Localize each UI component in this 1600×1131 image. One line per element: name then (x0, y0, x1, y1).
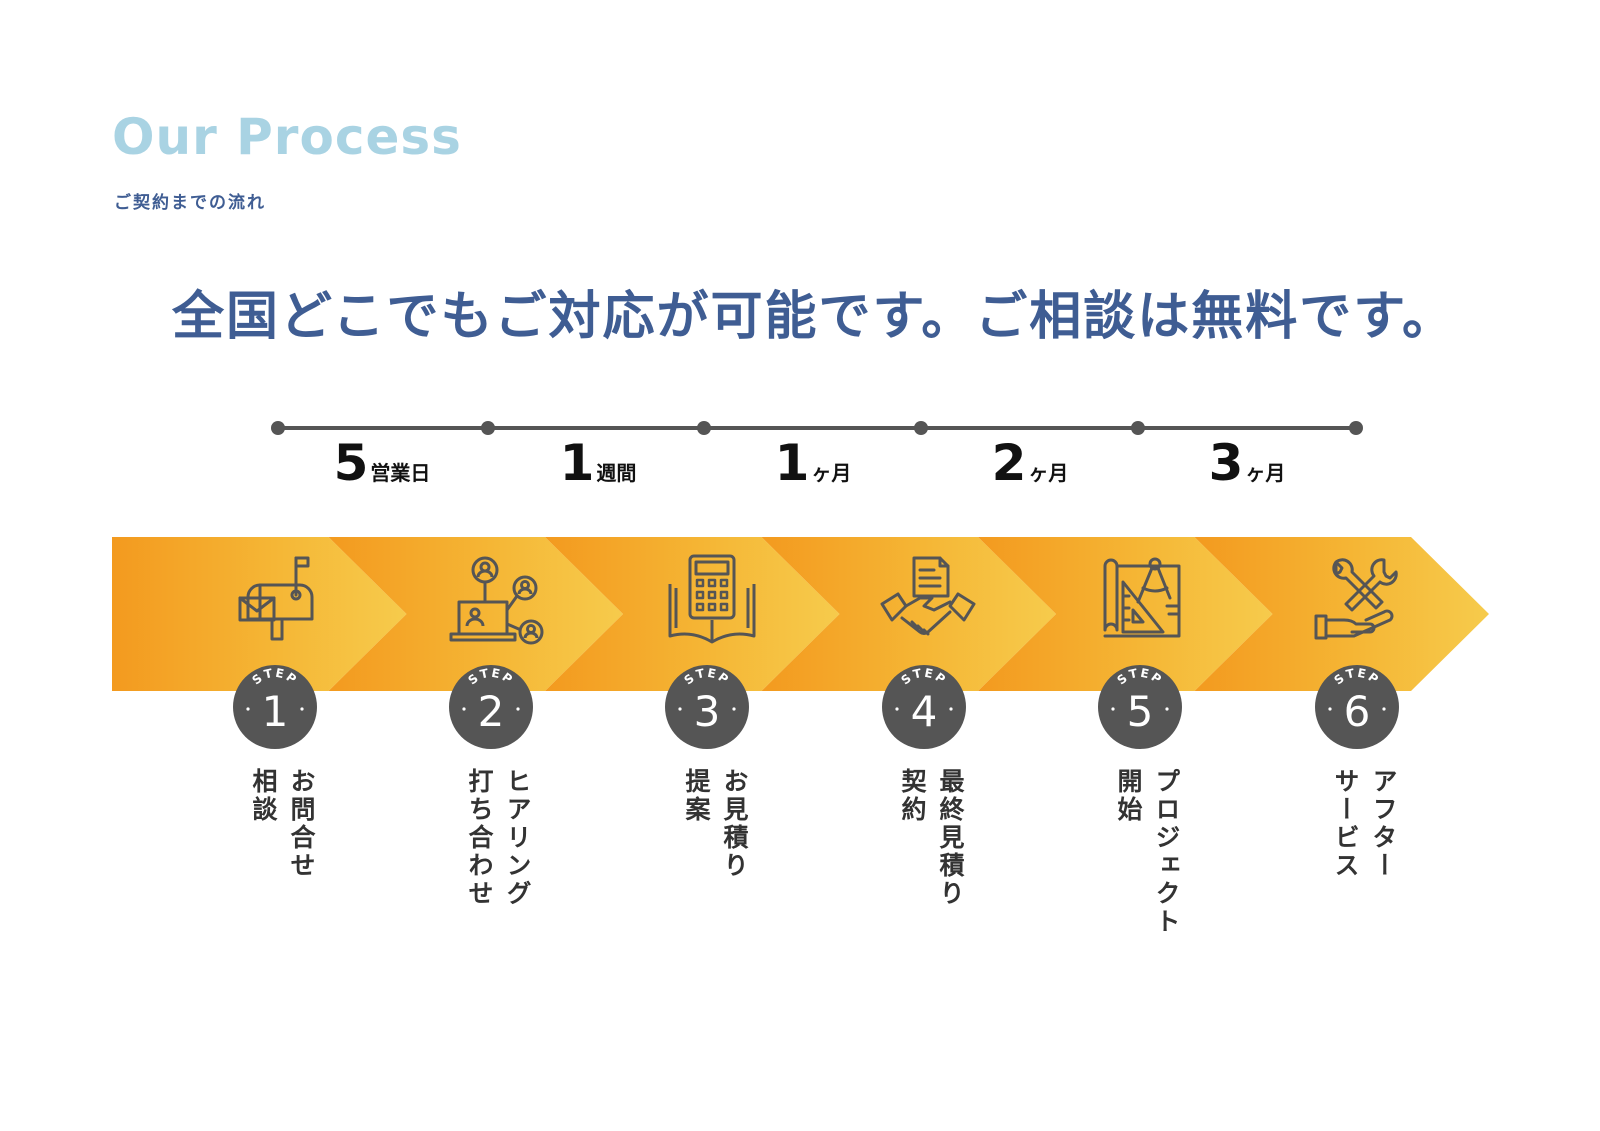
step-badge-1: STEP 1 (233, 665, 317, 749)
timeline-dot-5 (1131, 421, 1145, 435)
timeline-dot-1 (271, 421, 285, 435)
step-badge-6: STEP 6 (1315, 665, 1399, 749)
step-badge-5: STEP 5 (1098, 665, 1182, 749)
step-number: 3 (693, 687, 721, 736)
svg-text:STEP: STEP (250, 666, 301, 688)
headline: 全国どこでもご対応が可能です。ご相談は無料です。 (172, 287, 1457, 347)
timeline-dot-3 (697, 421, 711, 435)
step-badge-3: STEP 3 (665, 665, 749, 749)
svg-text:STEP: STEP (466, 666, 517, 688)
page-title: Our Process (112, 108, 462, 166)
step-number: 5 (1126, 687, 1154, 736)
step-number: 6 (1343, 687, 1371, 736)
timeline-dot-2 (481, 421, 495, 435)
timeline-dot-6 (1349, 421, 1363, 435)
step-number: 4 (910, 687, 938, 736)
page-subtitle: ご契約までの流れ (114, 193, 266, 213)
handshake-contract-icon (880, 556, 976, 636)
timeline-dot-4 (914, 421, 928, 435)
step-label-4: 最終見積り契約 (898, 768, 965, 908)
mailbox-icon (238, 556, 314, 641)
svg-text:STEP: STEP (1115, 666, 1166, 688)
step-label-6: アフターサービス (1331, 768, 1398, 880)
step-number: 1 (261, 687, 289, 736)
blueprint-compass-icon (1103, 557, 1181, 638)
step-label-2: ヒアリング打ち合わせ (465, 768, 532, 908)
timeline-dots (271, 421, 1363, 435)
step-badge-4: STEP 4 (882, 665, 966, 749)
svg-text:STEP: STEP (1332, 666, 1383, 688)
step-label-3: お見積り提案 (682, 768, 749, 880)
step-number: 2 (477, 687, 505, 736)
svg-text:STEP: STEP (899, 666, 950, 688)
step-label-5: プロジェクト開始 (1114, 768, 1181, 936)
calculator-book-icon (668, 554, 756, 644)
svg-text:STEP: STEP (682, 666, 733, 688)
online-meeting-icon (449, 556, 544, 645)
tools-hand-icon (1314, 558, 1398, 640)
step-badge-2: STEP 2 (449, 665, 533, 749)
step-label-1: お問合せ相談 (249, 768, 316, 880)
